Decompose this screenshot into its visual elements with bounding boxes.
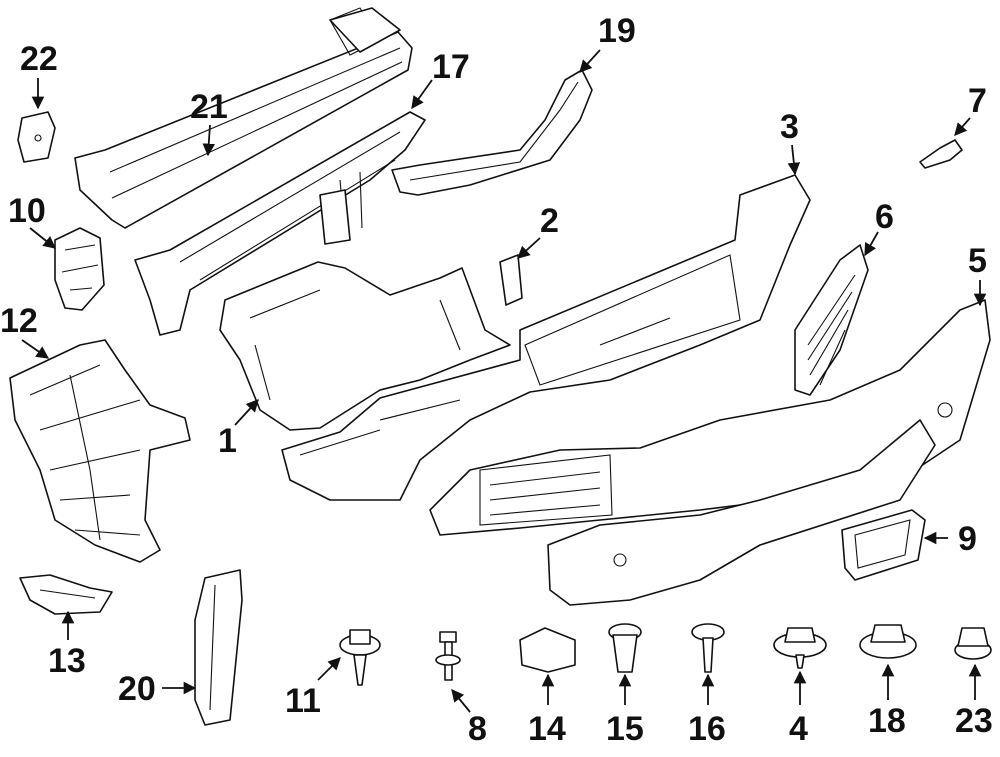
callout-20: 20 [118, 670, 156, 708]
part-21-reinforcement-beam [74, 7, 413, 229]
callout-1: 1 [218, 422, 237, 460]
callout-21: 21 [190, 88, 228, 126]
part-23-nut [954, 627, 992, 660]
callout-11: 11 [285, 682, 321, 720]
callout-18: 18 [868, 702, 906, 740]
part-19-bracket-strip [391, 69, 593, 196]
callout-10: 10 [8, 192, 46, 230]
callout-23: 23 [955, 702, 993, 740]
callout-9: 9 [958, 520, 977, 558]
part-13-cover [19, 574, 113, 615]
callout-8: 8 [468, 710, 487, 748]
callout-2: 2 [540, 202, 559, 240]
part-9-panel [841, 509, 926, 581]
callout-22: 22 [20, 40, 58, 78]
callout-labels: 22 21 17 19 7 3 6 5 2 10 12 1 9 13 20 11… [0, 12, 993, 748]
callout-13: 13 [48, 642, 86, 680]
part-14-u-nut [519, 627, 576, 673]
part-22-plate [17, 111, 56, 163]
part-15-rivet [608, 623, 642, 673]
part-16-screw [691, 623, 725, 673]
part-6-grille [794, 244, 869, 396]
part-7-clip [919, 139, 963, 169]
part-4-bolt [773, 627, 827, 669]
callout-12: 12 [0, 302, 38, 340]
part-18-nut [859, 624, 917, 659]
callout-14: 14 [528, 710, 566, 748]
callout-5: 5 [968, 242, 987, 280]
callout-3: 3 [780, 108, 799, 146]
callout-4: 4 [789, 710, 808, 748]
callout-15: 15 [606, 710, 644, 748]
callout-6: 6 [875, 198, 894, 236]
callout-17: 17 [432, 48, 470, 86]
part-17-absorber-bracket [134, 111, 426, 336]
part-1-side-cover [219, 261, 511, 431]
part-10-bracket [54, 227, 105, 311]
part-2-bracket [499, 254, 523, 306]
callout-19: 19 [598, 12, 636, 50]
part-20-trim-strip [194, 569, 243, 726]
part-11-screw [339, 629, 381, 686]
callout-arrows [21, 49, 987, 713]
part-3-bumper-cover [281, 174, 811, 501]
part-lower-skid [547, 419, 936, 606]
callout-7: 7 [968, 82, 987, 120]
callout-16: 16 [688, 710, 726, 748]
part-12-bracket [9, 339, 191, 563]
part-8-push-pin [435, 631, 461, 681]
